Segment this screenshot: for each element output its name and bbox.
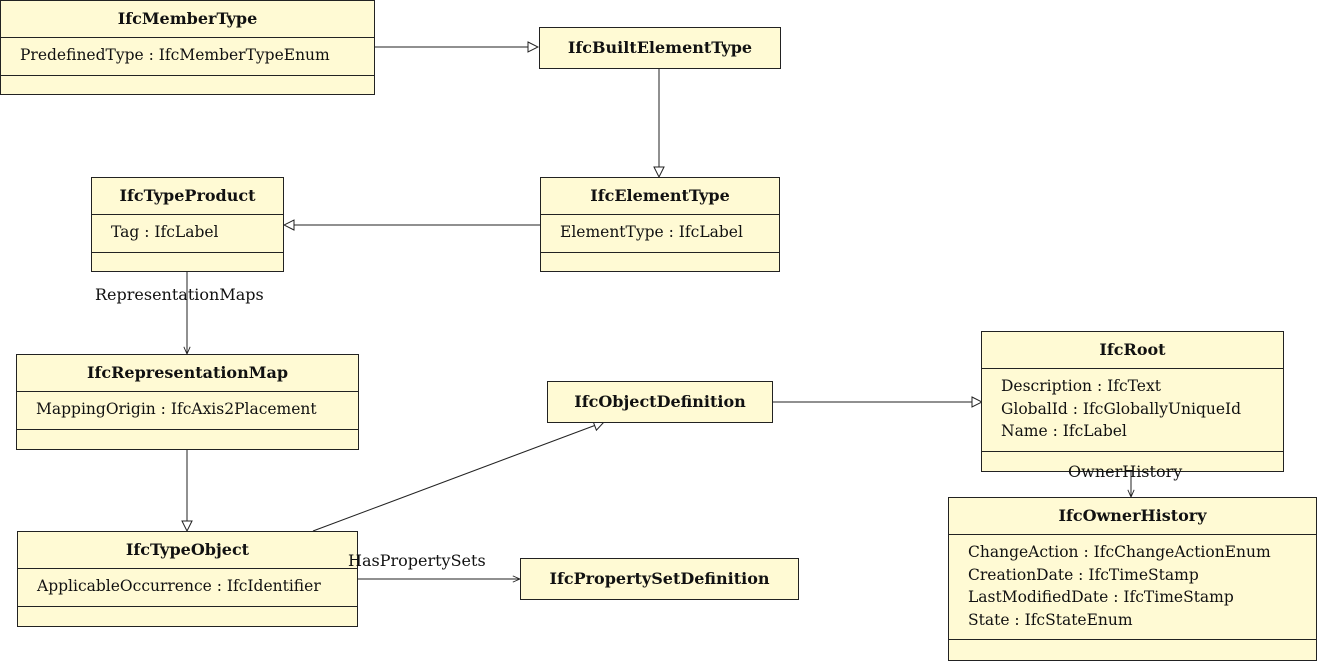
attribute: ElementType : IfcLabel xyxy=(560,223,743,241)
class-ifctypeproduct: IfcTypeProduct Tag : IfcLabel xyxy=(91,177,284,272)
class-operations xyxy=(17,428,358,448)
attribute: LastModifiedDate : IfcTimeStamp xyxy=(968,588,1234,606)
class-operations xyxy=(541,251,779,271)
class-ifcmembertype: IfcMemberType PredefinedType : IfcMember… xyxy=(0,0,375,95)
attribute: Tag : IfcLabel xyxy=(111,223,219,241)
class-attributes: ElementType : IfcLabel xyxy=(541,214,779,252)
class-attributes: ChangeAction : IfcChangeActionEnum Creat… xyxy=(949,534,1316,639)
attribute: State : IfcStateEnum xyxy=(968,610,1133,629)
class-ifcownerhistory: IfcOwnerHistory ChangeAction : IfcChange… xyxy=(948,497,1317,661)
class-name: IfcMemberType xyxy=(117,9,258,28)
class-name: IfcElementType xyxy=(590,186,730,205)
class-operations xyxy=(949,639,1316,658)
attribute: ApplicableOccurrence : IfcIdentifier xyxy=(37,577,321,595)
class-name: IfcRepresentationMap xyxy=(87,363,288,382)
class-ifcelementtype: IfcElementType ElementType : IfcLabel xyxy=(540,177,780,272)
attribute: Name : IfcLabel xyxy=(1001,422,1127,440)
class-ifctypeobject: IfcTypeObject ApplicableOccurrence : Ifc… xyxy=(17,531,358,627)
class-attributes: MappingOrigin : IfcAxis2Placement xyxy=(17,391,358,429)
class-operations xyxy=(1,74,374,94)
relation-label-representationmaps: RepresentationMaps xyxy=(95,285,264,304)
attribute: CreationDate : IfcTimeStamp xyxy=(968,565,1199,584)
relation-label-haspropertysets: HasPropertySets xyxy=(348,551,486,570)
class-name: IfcOwnerHistory xyxy=(1058,506,1207,525)
class-name: IfcTypeObject xyxy=(125,540,250,559)
class-name: IfcObjectDefinition xyxy=(574,392,746,411)
class-name: IfcBuiltElementType xyxy=(567,38,753,57)
attribute: Description : IfcText xyxy=(1001,377,1161,395)
class-name: IfcTypeProduct xyxy=(119,186,256,205)
edge-typeobject-objectdefinition xyxy=(312,422,604,532)
class-attributes: Description : IfcText GlobalId : IfcGlob… xyxy=(982,368,1283,451)
class-name: IfcPropertySetDefinition xyxy=(549,569,770,588)
class-ifcpropertysetdefinition: IfcPropertySetDefinition xyxy=(520,558,799,600)
attribute: MappingOrigin : IfcAxis2Placement xyxy=(36,400,317,418)
class-attributes: Tag : IfcLabel xyxy=(92,214,283,252)
attribute: PredefinedType : IfcMemberTypeEnum xyxy=(20,46,330,64)
class-ifcobjectdefinition: IfcObjectDefinition xyxy=(547,381,773,423)
class-ifcroot: IfcRoot Description : IfcText GlobalId :… xyxy=(981,331,1284,472)
class-operations xyxy=(982,450,1283,470)
class-ifcbuiltelementtype: IfcBuiltElementType xyxy=(539,27,781,69)
class-operations xyxy=(18,605,357,625)
class-ifcrepresentationmap: IfcRepresentationMap MappingOrigin : Ifc… xyxy=(16,354,359,450)
relation-label-ownerhistory: OwnerHistory xyxy=(1068,462,1183,481)
attribute: GlobalId : IfcGloballyUniqueId xyxy=(1001,399,1242,418)
class-name: IfcRoot xyxy=(1099,340,1166,359)
class-attributes: ApplicableOccurrence : IfcIdentifier xyxy=(18,568,357,606)
class-attributes: PredefinedType : IfcMemberTypeEnum xyxy=(1,37,374,75)
attribute: ChangeAction : IfcChangeActionEnum xyxy=(968,543,1271,561)
class-operations xyxy=(92,251,283,271)
